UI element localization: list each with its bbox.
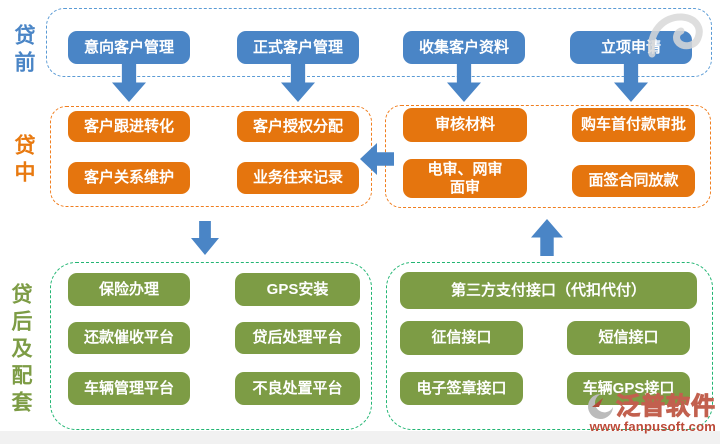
process-step: 业务往来记录 bbox=[237, 162, 359, 194]
process-step: 立项申请 bbox=[570, 31, 692, 64]
process-step: GPS安装 bbox=[235, 273, 360, 306]
process-step: 正式客户管理 bbox=[237, 31, 359, 64]
process-step: 审核材料 bbox=[403, 108, 527, 142]
process-step: 购车首付款审批 bbox=[572, 108, 695, 142]
preloan-section-border bbox=[46, 8, 712, 77]
process-step: 车辆GPS接口 bbox=[567, 372, 690, 405]
watermark-url: www.fanpusoft.com bbox=[589, 419, 716, 434]
process-step: 电子签章接口 bbox=[400, 372, 523, 405]
postloan-section-label: 贷后及配套 bbox=[9, 283, 32, 418]
postloan-left-group-border bbox=[50, 262, 372, 430]
postloan-right-group-border bbox=[386, 262, 713, 430]
process-step: 收集客户资料 bbox=[403, 31, 525, 64]
process-step: 保险办理 bbox=[68, 273, 190, 306]
process-step: 贷后处理平台 bbox=[235, 322, 360, 354]
process-step: 车辆管理平台 bbox=[68, 372, 190, 405]
process-step: 面签合同放款 bbox=[572, 165, 695, 197]
up-arrow-icon bbox=[531, 219, 563, 256]
fanpu-logo-icon bbox=[588, 393, 613, 419]
process-step: 不良处置平台 bbox=[235, 372, 360, 405]
process-step: 客户授权分配 bbox=[237, 111, 359, 142]
down-arrow-icon bbox=[191, 221, 219, 255]
process-step: 电审、网审 面审 bbox=[403, 159, 527, 198]
process-step: 短信接口 bbox=[567, 321, 690, 355]
page-curl-decoration bbox=[648, 13, 703, 58]
process-step: 第三方支付接口（代扣代付） bbox=[400, 272, 697, 309]
process-step: 还款催收平台 bbox=[68, 322, 190, 354]
watermark: 泛普软件 www.fanpusoft.com bbox=[578, 393, 716, 434]
process-step: 征信接口 bbox=[400, 321, 523, 355]
midloan-section-label: 贷中 bbox=[12, 134, 35, 188]
preloan-section-label: 贷前 bbox=[12, 24, 35, 78]
watermark-brand: 泛普软件 bbox=[616, 392, 716, 420]
process-step: 意向客户管理 bbox=[68, 31, 190, 64]
process-step: 客户跟进转化 bbox=[68, 111, 190, 142]
process-step: 客户关系维护 bbox=[68, 162, 190, 194]
bottom-gray-strip bbox=[0, 431, 720, 444]
